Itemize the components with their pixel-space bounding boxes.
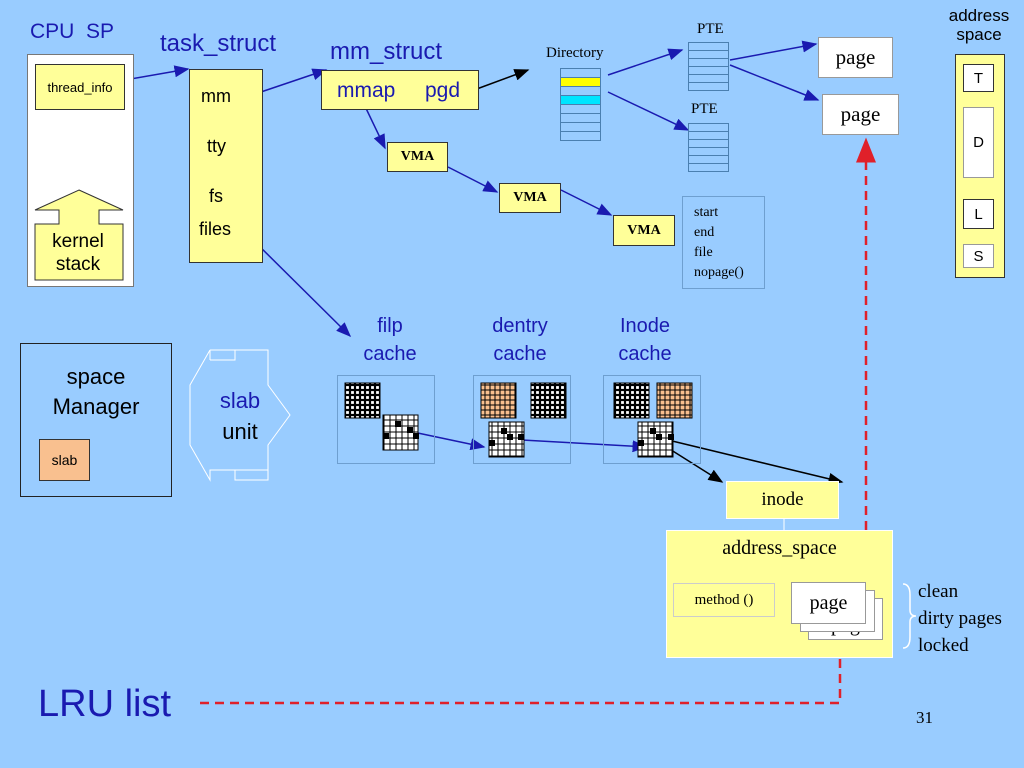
task-struct-title: task_struct xyxy=(160,30,277,57)
page-box-2: page xyxy=(822,94,899,135)
address-space-struct-title: address_space xyxy=(722,537,837,559)
mm-field-mmap: mmap xyxy=(337,79,396,102)
method-box: method () xyxy=(673,583,775,617)
segment-lib: L xyxy=(963,199,994,229)
page-state-clean: clean xyxy=(918,581,959,602)
slab-grid xyxy=(344,382,381,419)
vma-field-start: start xyxy=(694,205,719,220)
pte-label-top: PTE xyxy=(697,21,724,37)
cpu-label: CPU SP xyxy=(30,20,115,43)
page-state-dirty: dirty pages xyxy=(918,608,1002,629)
vma-box-2: VMA xyxy=(499,183,561,213)
task-field-mm: mm xyxy=(201,86,231,106)
slab-grid xyxy=(613,382,650,419)
space-manager-box xyxy=(20,343,172,497)
filp-cache-box xyxy=(337,375,435,464)
mm-field-pgd: pgd xyxy=(425,79,461,102)
vma-box-1: VMA xyxy=(387,142,448,172)
vma-field-file: file xyxy=(694,245,713,260)
mm-struct-title: mm_struct xyxy=(330,38,443,65)
pte-table-top xyxy=(688,42,729,91)
vma-field-nopage: nopage() xyxy=(694,265,744,280)
slab-grid xyxy=(530,382,567,419)
segment-data: D xyxy=(963,107,994,178)
slab-grid xyxy=(656,382,693,419)
thread-info-box: thread_info xyxy=(35,64,125,110)
inode-cache-box xyxy=(603,375,701,464)
segment-text: T xyxy=(963,64,994,92)
page-states-list: clean dirty pages locked xyxy=(918,578,1002,659)
vma-fields-box: start end file nopage() xyxy=(682,196,765,289)
page-box-1: page xyxy=(818,37,893,78)
slab-grid xyxy=(480,382,517,419)
segment-stack: S xyxy=(963,244,994,268)
pte-label-bottom: PTE xyxy=(691,101,718,117)
task-field-files: files xyxy=(199,219,232,239)
directory-label: Directory xyxy=(546,45,604,61)
mm-struct-box xyxy=(321,70,479,110)
page-state-locked: locked xyxy=(918,635,969,656)
task-field-tty: tty xyxy=(207,136,227,156)
task-field-fs: fs xyxy=(209,186,224,206)
inode-box: inode xyxy=(726,481,839,519)
lru-list-label: LRU list xyxy=(38,683,172,725)
slide-number: 31 xyxy=(916,708,933,727)
vma-box-3: VMA xyxy=(613,215,675,246)
pte-table-bottom xyxy=(688,123,729,172)
slab-small-box: slab xyxy=(39,439,90,481)
task-struct-box xyxy=(189,69,263,263)
page-stack-front: page xyxy=(791,582,866,624)
directory-table xyxy=(560,68,601,141)
slab-grid xyxy=(637,421,674,458)
vma-field-end: end xyxy=(694,225,715,240)
kernel-stack-arrow-icon xyxy=(34,189,124,281)
dentry-cache-box xyxy=(473,375,571,464)
